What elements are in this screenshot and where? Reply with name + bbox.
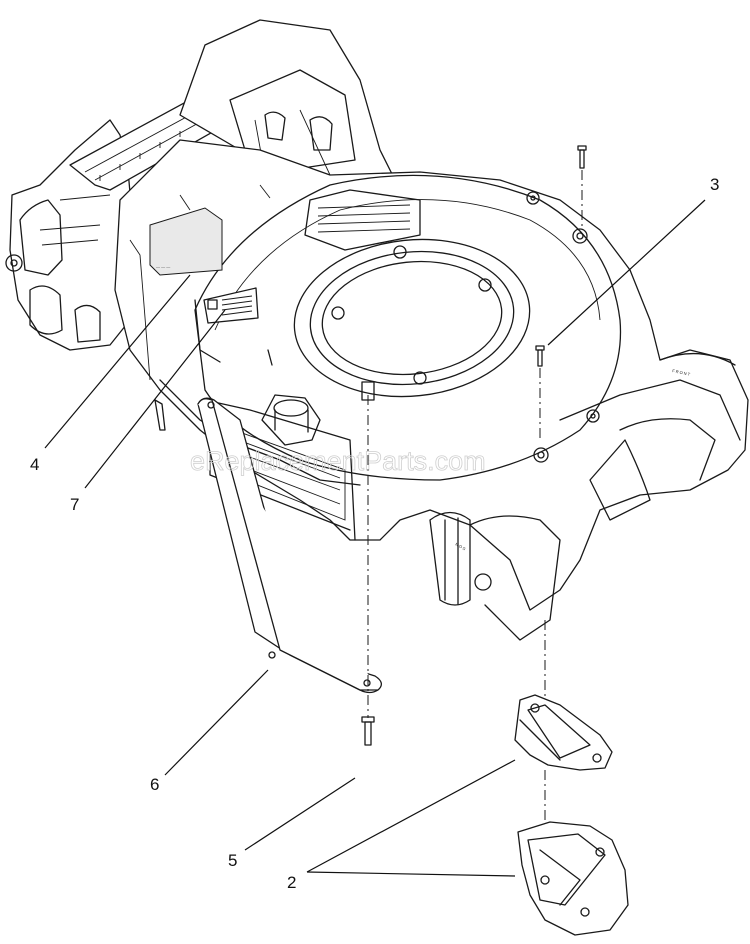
svg-text:N O S: N O S xyxy=(455,542,467,552)
callout-2: 2 xyxy=(287,873,296,892)
callout-7: 7 xyxy=(70,495,79,514)
svg-text:F R O N T: F R O N T xyxy=(672,368,691,377)
screw xyxy=(361,381,375,746)
callout-6: 6 xyxy=(150,775,159,794)
warning-label-small xyxy=(203,287,259,324)
svg-text:— — —: — — — xyxy=(156,264,170,269)
deflector-bracket-lower xyxy=(517,770,629,936)
callout-4: 4 xyxy=(30,455,39,474)
callout-5: 5 xyxy=(228,851,237,870)
deflector-bracket-upper xyxy=(514,620,613,771)
deck-decal-large: — — — xyxy=(149,207,223,276)
mower-deck-housing: F R O N T N O S xyxy=(5,19,749,641)
leader-lines xyxy=(44,199,706,877)
bolt-lower xyxy=(535,345,545,440)
skid-plate xyxy=(197,397,382,694)
callout-3: 3 xyxy=(710,175,719,194)
watermark-text: eReplacementParts.com xyxy=(190,446,486,476)
bolt-upper xyxy=(577,145,587,228)
